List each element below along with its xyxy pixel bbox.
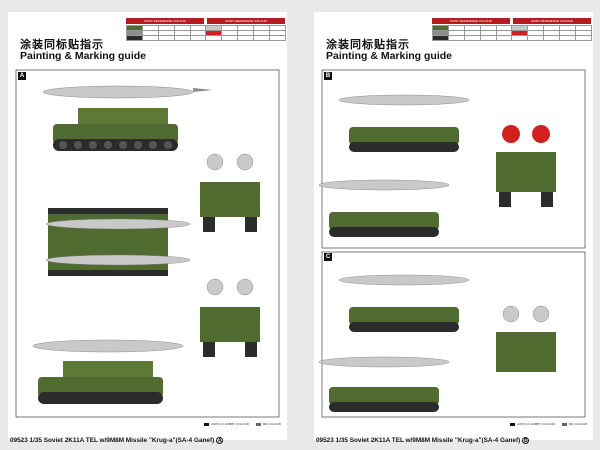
vehicle-side-view-1 (42, 85, 213, 151)
page-title-en: Painting & Marking guide (20, 50, 147, 62)
paint-reference-table (126, 25, 286, 41)
paint-reference-table-right (432, 25, 592, 41)
paint-table-header-r1: PAINT REFERENCE COLOUR (432, 18, 510, 24)
footer-caption-right: 09523 1/35 Soviet 2K11A TEL w/9M8M Missi… (316, 437, 530, 444)
instruction-sheet-right: 涂装同标贴指示 Painting & Marking guide PAINT R… (314, 12, 593, 444)
vehicle-c-front (496, 305, 556, 372)
legend-mr: MR COLOUR (262, 422, 282, 426)
section-label-b: B (324, 72, 332, 80)
paint-table-header: PAINT REFERENCE COLOUR (126, 18, 204, 24)
vehicle-b-front (496, 125, 556, 207)
page-title-cn: 涂装同标贴指示 (20, 38, 104, 51)
vehicle-illustrations-left (15, 69, 280, 418)
vehicle-top-view (45, 208, 191, 276)
scheme-badge-b: B (522, 437, 530, 444)
vehicle-c-side-2 (318, 356, 450, 412)
vehicle-b-side-1 (338, 94, 470, 152)
legend: ACRYLIC HOBBY COLOUR MR COLOUR (198, 422, 281, 426)
vehicle-side-view-2 (32, 339, 184, 404)
section-label-c: C (324, 253, 332, 261)
section-label-a: A (18, 72, 26, 80)
scheme-badge-a: A (216, 437, 224, 444)
legend-mr-right: MR COLOUR (568, 422, 588, 426)
vehicle-front-view-1 (200, 153, 260, 232)
footer-caption-left: 09523 1/35 Soviet 2K11A TEL w/9M8M Missi… (10, 437, 224, 444)
page-title-cn-right: 涂装同标贴指示 (326, 38, 410, 51)
legend-right: ACRYLIC HOBBY COLOUR MR COLOUR (504, 422, 587, 426)
vehicle-rear-view (200, 278, 260, 357)
legend-acrylic-right: ACRYLIC HOBBY COLOUR (517, 422, 555, 426)
legend-acrylic: ACRYLIC HOBBY COLOUR (211, 422, 249, 426)
vehicle-c-side-1 (338, 274, 470, 332)
vehicle-illustrations-right (318, 69, 586, 418)
vehicle-b-side-2 (318, 179, 450, 237)
page-title-en-right: Painting & Marking guide (326, 50, 453, 62)
paint-table-header-2: PAINT REFERENCE COLOUR (207, 18, 285, 24)
instruction-sheet-left: 涂装同标贴指示 Painting & Marking guide PAINT R… (8, 12, 287, 444)
paint-table-header-r2: PAINT REFERENCE COLOUR (513, 18, 591, 24)
